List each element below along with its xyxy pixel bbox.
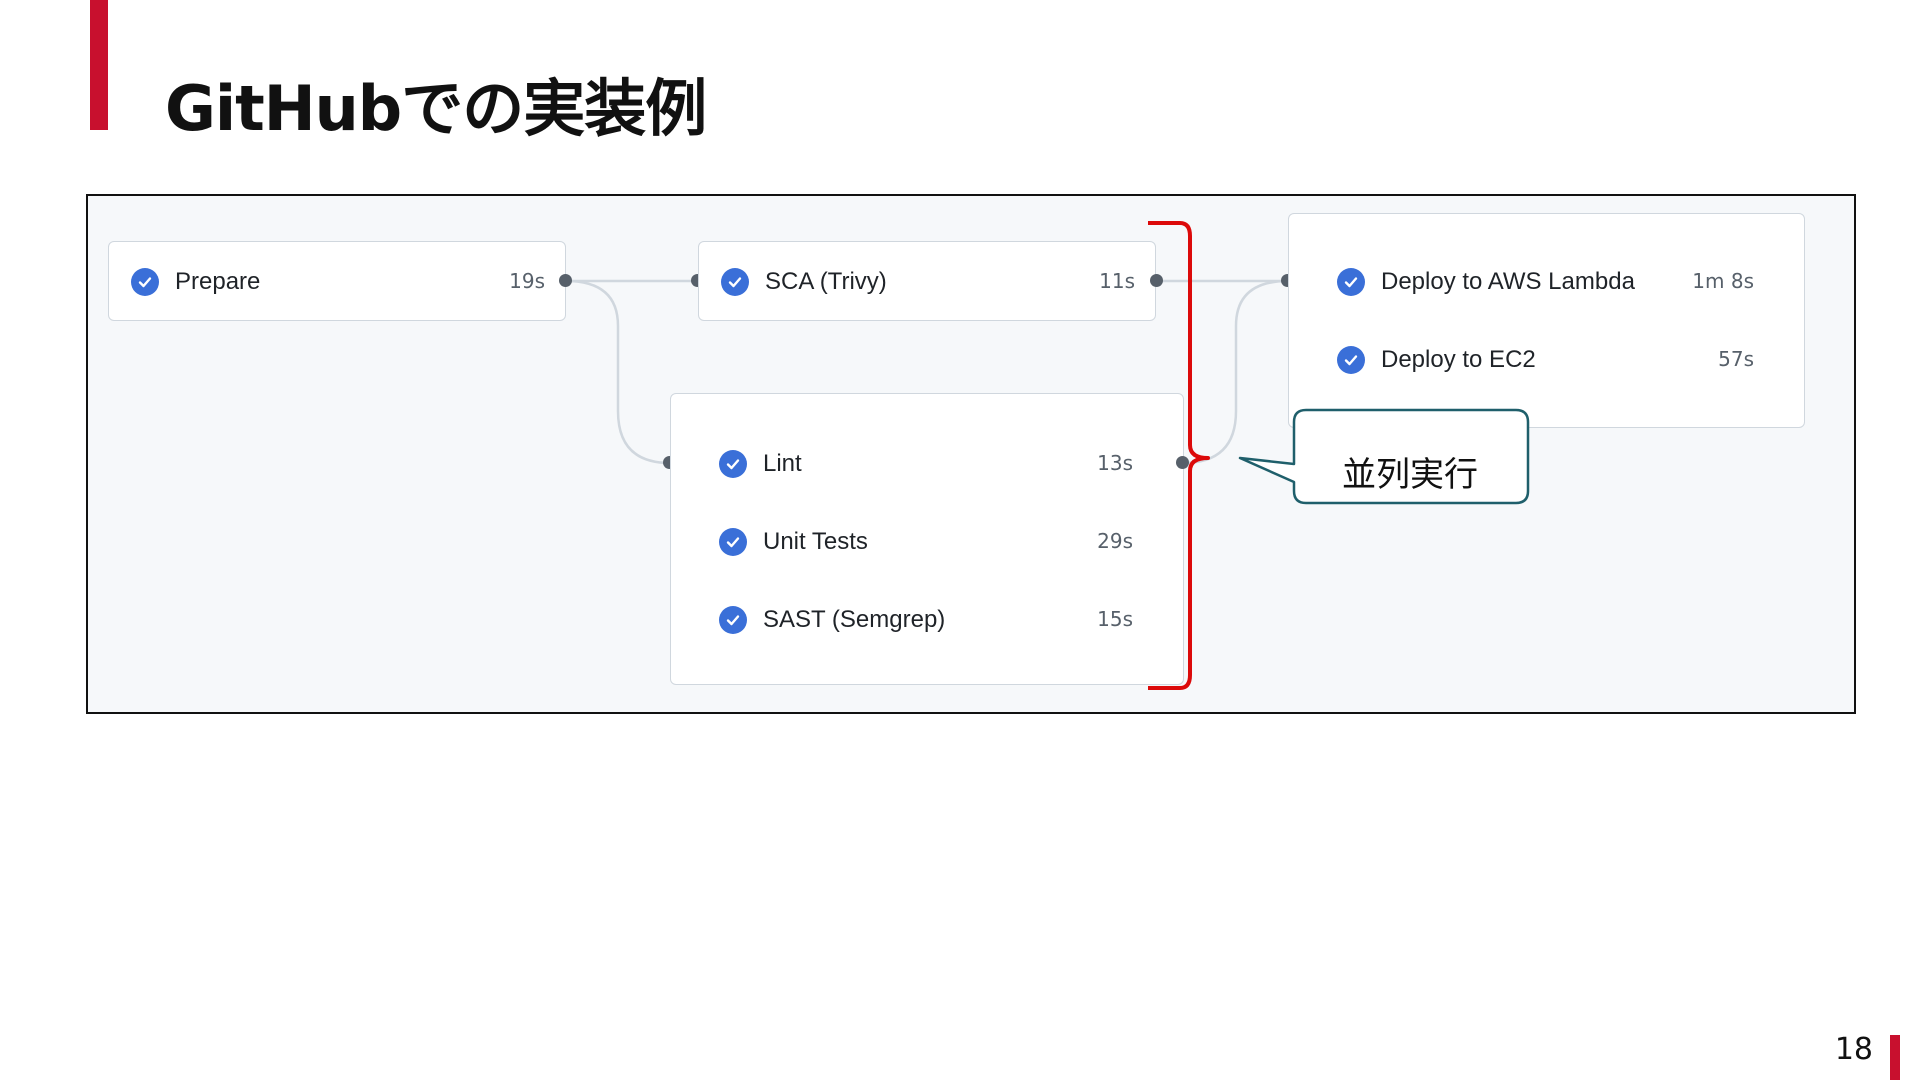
connector-tests-deploy <box>1182 279 1289 465</box>
job-name: Unit Tests <box>763 528 868 555</box>
job-duration: 13s <box>1097 451 1133 475</box>
page-number-accent-bar <box>1890 1035 1900 1080</box>
success-check-icon <box>719 528 747 556</box>
job-group-deploy: Deploy to AWS Lambda 1m 8s Deploy to EC2… <box>1288 213 1805 428</box>
success-check-icon <box>1337 268 1365 296</box>
job-name: SCA (Trivy) <box>765 268 887 295</box>
job-duration: 1m 8s <box>1692 269 1754 293</box>
job-card-prepare[interactable]: Prepare 19s <box>108 241 566 321</box>
job-row-sast[interactable]: SAST (Semgrep) <box>719 600 945 640</box>
workflow-graph-screenshot: Prepare 19s SCA (Trivy) 11s Lint 13s U <box>86 194 1856 714</box>
job-name: Deploy to EC2 <box>1381 346 1536 373</box>
connector-prepare-tests <box>565 279 671 465</box>
job-name: Deploy to AWS Lambda <box>1381 268 1635 295</box>
job-duration: 29s <box>1097 529 1133 553</box>
success-check-icon <box>719 450 747 478</box>
page-number: 18 <box>1834 1032 1873 1067</box>
job-row-deploy-lambda[interactable]: Deploy to AWS Lambda <box>1337 262 1635 302</box>
job-card-sca[interactable]: SCA (Trivy) 11s <box>698 241 1156 321</box>
job-name: Lint <box>763 450 802 477</box>
job-row-lint[interactable]: Lint <box>719 444 802 484</box>
connector-dot <box>1176 456 1189 469</box>
job-row-deploy-ec2[interactable]: Deploy to EC2 <box>1337 340 1536 380</box>
job-duration: 19s <box>509 269 545 293</box>
callout-text: 並列実行 <box>1342 454 1478 495</box>
job-row-unit-tests[interactable]: Unit Tests <box>719 522 868 562</box>
job-duration: 11s <box>1099 269 1135 293</box>
job-duration: 57s <box>1718 347 1754 371</box>
job-row-prepare[interactable]: Prepare <box>131 262 260 302</box>
job-name: Prepare <box>175 268 261 295</box>
success-check-icon <box>721 268 749 296</box>
connector-dot <box>1150 274 1163 287</box>
success-check-icon <box>719 606 747 634</box>
title-accent-bar <box>90 0 108 130</box>
success-check-icon <box>131 268 159 296</box>
job-group-tests: Lint 13s Unit Tests 29s SAST (Semgrep) 1… <box>670 393 1184 685</box>
job-name: SAST (Semgrep) <box>763 606 946 633</box>
job-row-sca[interactable]: SCA (Trivy) <box>721 262 887 302</box>
connector-dot <box>559 274 572 287</box>
success-check-icon <box>1337 346 1365 374</box>
slide-title: GitHubでの実装例 <box>165 72 707 145</box>
job-duration: 15s <box>1097 607 1133 631</box>
